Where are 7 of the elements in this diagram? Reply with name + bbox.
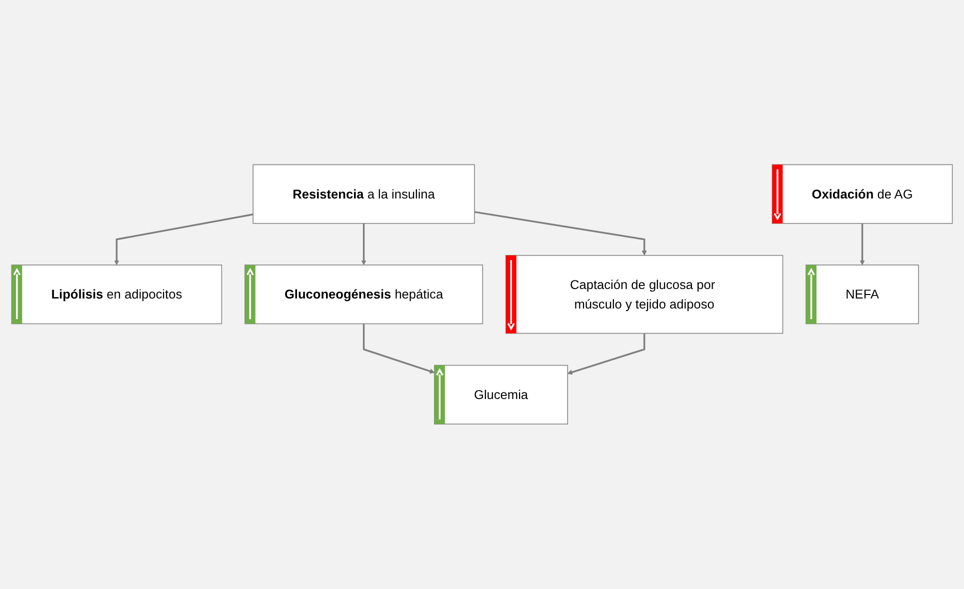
node-box: Resistencia a la insulina <box>252 164 475 224</box>
arrow <box>362 324 435 374</box>
arrow <box>114 214 254 266</box>
arrow <box>361 224 366 266</box>
arrow <box>567 333 646 375</box>
arrow <box>860 224 865 266</box>
arrow <box>474 211 647 256</box>
